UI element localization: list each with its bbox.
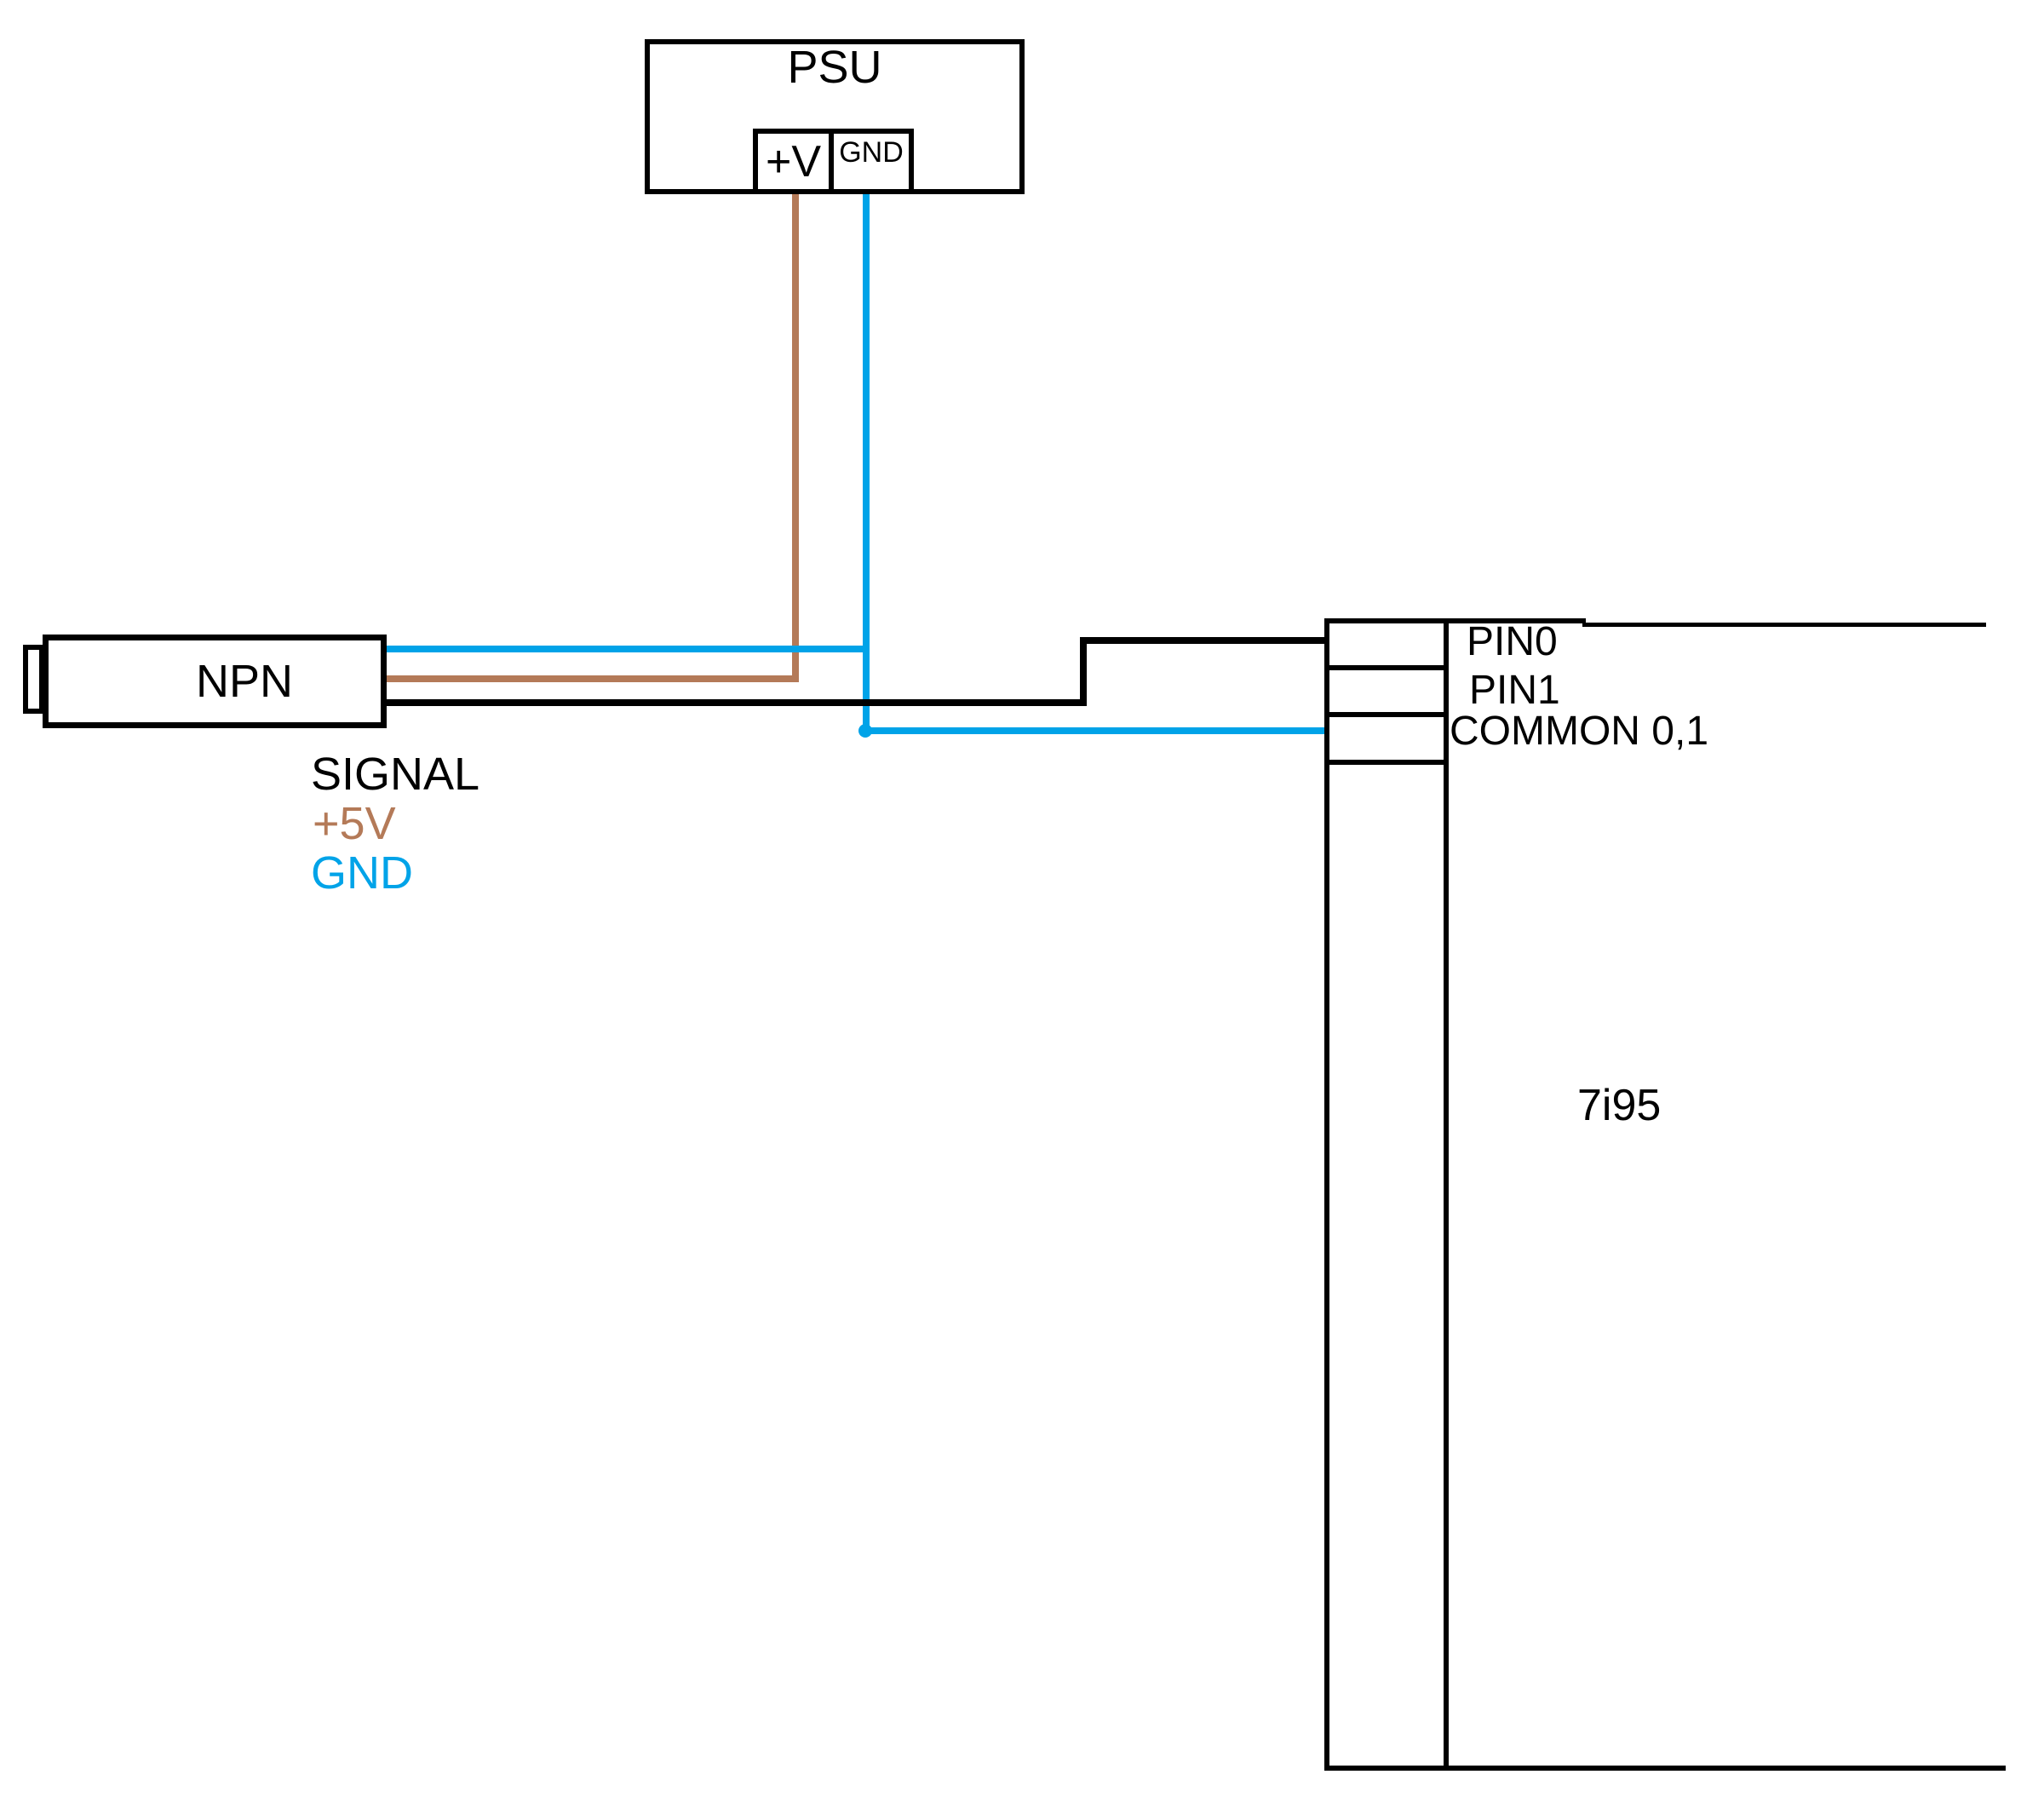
signal-wire-horizontal-sensor bbox=[383, 699, 1087, 706]
board-title: 7i95 bbox=[1577, 1081, 1662, 1130]
terminal-divider-common-bottom bbox=[1324, 760, 1449, 765]
pin1-label: PIN1 bbox=[1469, 668, 1560, 713]
pin0-label: PIN0 bbox=[1467, 619, 1558, 664]
legend-signal: SIGNAL bbox=[311, 749, 480, 800]
board-bottom-edge bbox=[1324, 1766, 2006, 1771]
signal-wire-vertical bbox=[1080, 637, 1087, 706]
legend-gnd: GND bbox=[311, 847, 413, 899]
plus5v-wire-horizontal bbox=[386, 675, 799, 682]
plus5v-wire-vertical bbox=[792, 194, 799, 681]
gnd-wire-corner-dot bbox=[858, 724, 872, 738]
board-top-edge-segment-b bbox=[1582, 623, 1986, 627]
psu-title: PSU bbox=[787, 42, 882, 93]
psu-terminal-plus-v: +V bbox=[753, 129, 834, 194]
gnd-wire-vertical bbox=[863, 194, 870, 733]
legend-plus5v: +5V bbox=[313, 798, 396, 849]
npn-sensor-box: NPN bbox=[43, 635, 387, 728]
gnd-wire-horizontal-board bbox=[863, 727, 1327, 734]
gnd-wire-horizontal-sensor bbox=[386, 646, 870, 652]
board-top-edge-segment-a bbox=[1324, 618, 1586, 623]
board-terminal-column-edge bbox=[1444, 618, 1449, 1771]
signal-wire-horizontal-board bbox=[1080, 637, 1327, 644]
terminal-divider-pin1-common bbox=[1324, 712, 1449, 717]
common-0-1-label: COMMON 0,1 bbox=[1450, 709, 1709, 754]
terminal-divider-pin0-pin1 bbox=[1324, 665, 1449, 670]
psu-terminal-gnd: GND bbox=[829, 129, 914, 194]
board-left-edge bbox=[1324, 618, 1329, 1771]
npn-sensor-connector-tab bbox=[23, 645, 44, 714]
